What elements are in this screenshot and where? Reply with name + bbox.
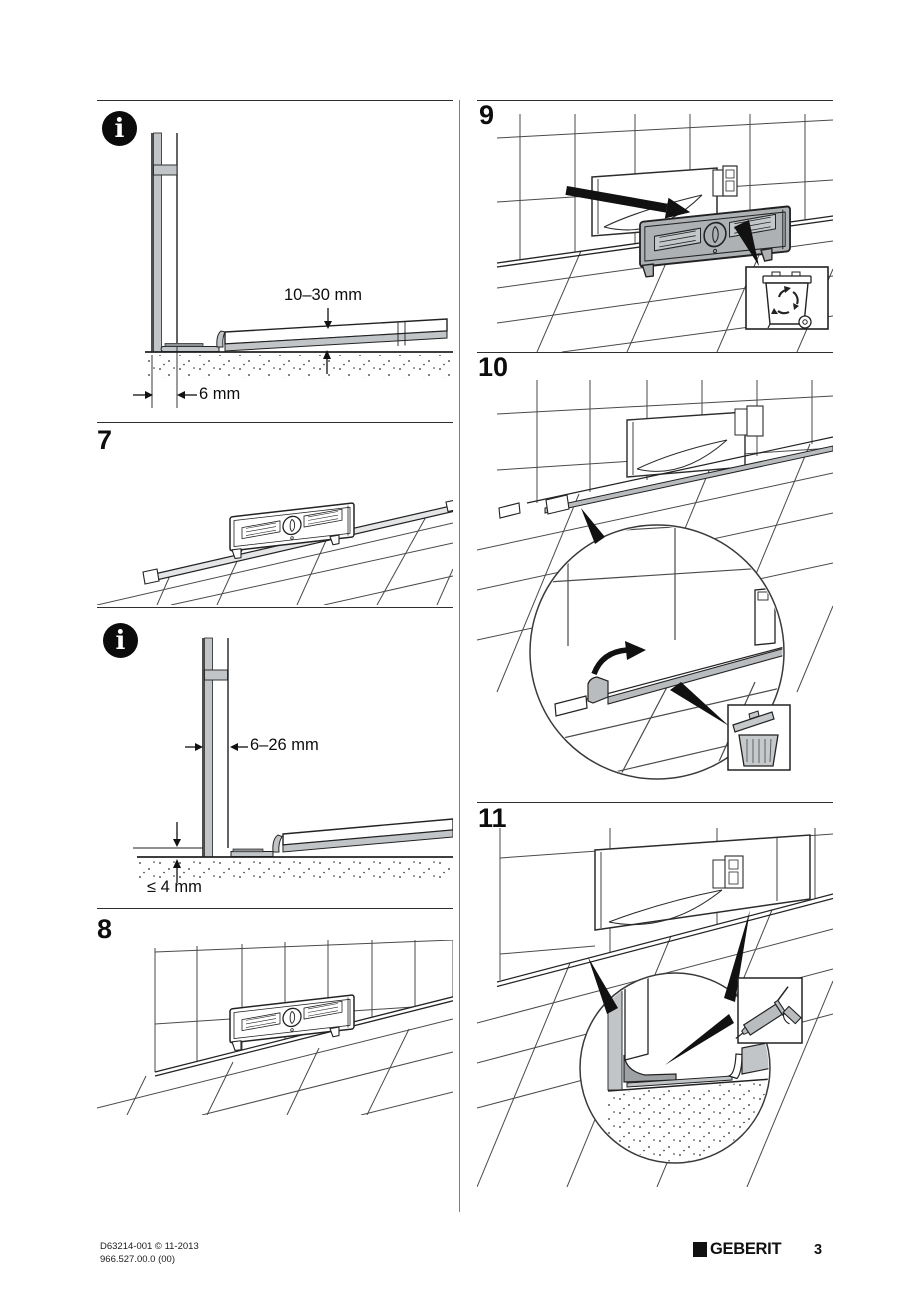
info-icon: i	[102, 111, 137, 146]
callout-arrow	[581, 508, 605, 544]
step-number-7: 7	[97, 425, 113, 455]
silicone-bead	[623, 1054, 677, 1083]
removal-arrow	[565, 186, 691, 219]
callout-arrow	[588, 957, 618, 1014]
step-number-11: 11	[478, 803, 507, 833]
peel-arrow	[591, 647, 628, 676]
callout-arrow	[670, 682, 729, 726]
magnifier-circle	[529, 524, 785, 780]
diagram-step11-apply-silicone	[477, 828, 833, 1187]
callout-arrow	[724, 910, 750, 1002]
column-divider	[459, 100, 460, 1212]
article-code: 966.527.00.0 (00)	[100, 1253, 176, 1265]
step-number-8: 8	[97, 914, 113, 944]
dim-label-depth: 10–30 mm	[284, 286, 362, 304]
trash-can-icon	[727, 704, 791, 771]
diagram-wall-floor-section-bottom	[133, 637, 453, 883]
brand-logo: GEBERIT	[693, 1240, 782, 1259]
rule-left-3	[97, 607, 453, 609]
callout-arrow	[734, 220, 759, 266]
footer-doc-codes: D63214-001 © 11-2013 966.527.00.0 (00)	[100, 1241, 199, 1267]
diagram-step10-remove-strip	[477, 380, 833, 780]
rule-right-1	[477, 100, 833, 102]
step-number-10: 10	[478, 352, 509, 382]
brand-logo-text: GEBERIT	[710, 1240, 782, 1258]
drain-channel-frame	[229, 994, 355, 1052]
caulk-gun-icon	[735, 977, 803, 1044]
step-number-9: 9	[479, 100, 495, 130]
diagram-step9-remove-insert	[496, 114, 833, 352]
rule-right-2	[477, 352, 833, 354]
rule-left-2	[97, 422, 453, 424]
info-icon: i	[103, 623, 138, 658]
dim-label-floor-gap: ≤ 4 mm	[147, 878, 202, 896]
dim-label-wall-gap: 6–26 mm	[250, 736, 319, 754]
page-number: 3	[814, 1242, 823, 1258]
brand-logo-square	[693, 1242, 707, 1257]
strip-peeled-end	[587, 676, 609, 704]
callout-arrow	[665, 1014, 734, 1065]
rule-right-3	[477, 802, 833, 804]
diagram-step7-drain-on-floor	[97, 499, 453, 605]
recycling-bin-icon	[745, 266, 829, 330]
doc-code: D63214-001 © 11-2013	[100, 1241, 199, 1252]
diagram-wall-floor-section-top	[133, 132, 453, 408]
rule-left-4	[97, 908, 453, 910]
info-icon-glyph: i	[115, 625, 126, 656]
dim-label-gap: 6 mm	[199, 385, 241, 403]
info-icon-glyph: i	[114, 113, 125, 144]
diagram-step8-drain-at-wall	[97, 940, 453, 1115]
rule-left-1	[97, 100, 453, 102]
